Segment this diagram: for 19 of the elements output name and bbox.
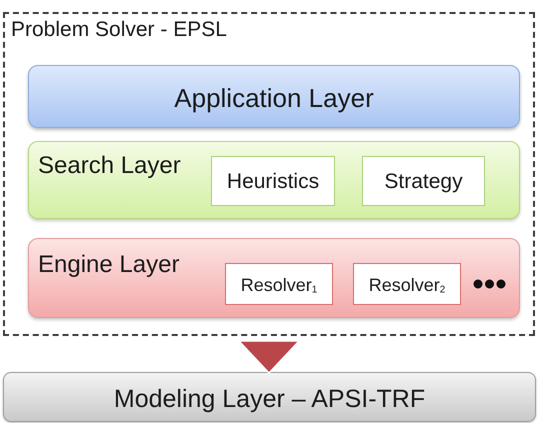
component-label: Resolver$_{1}$ [240,275,318,296]
layer-title: Application Layer [174,84,374,114]
component-box [211,156,335,206]
component-label: Resolver$_{2}$ [368,275,446,296]
layer-bar [28,238,520,318]
component-label: Strategy [384,170,463,195]
layer-bar [28,65,520,128]
arrow [238,340,300,374]
dashed-group-frame [3,12,535,336]
layer-title: Search Layer [38,152,181,180]
component-label: Heuristics [226,170,320,195]
layer-bar [28,141,520,219]
component-box [225,263,333,305]
component-box [353,263,461,305]
group-title: Problem Solver - EPSL [11,18,227,42]
layer-bar [3,372,536,422]
component-box [362,156,485,206]
layer-title: Modeling Layer – APSI-TRF [114,384,426,414]
layer-title: Engine Layer [38,251,180,279]
